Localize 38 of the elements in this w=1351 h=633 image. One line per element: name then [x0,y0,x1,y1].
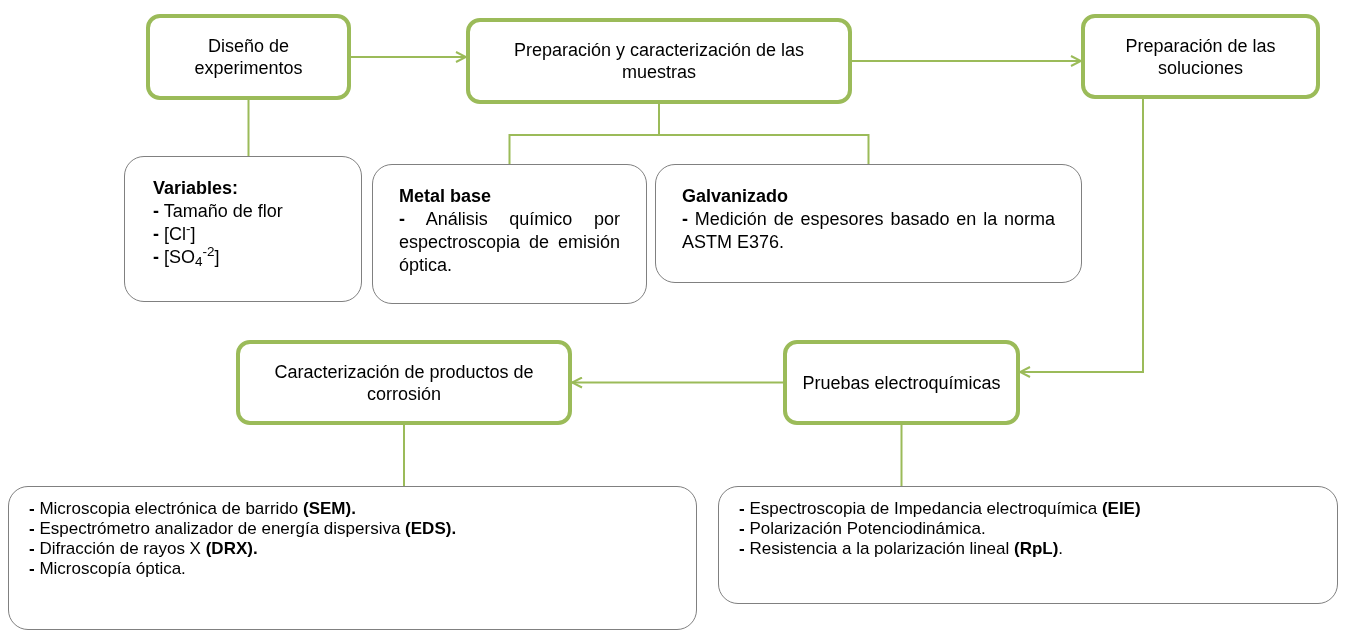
connector-line [658,103,870,165]
note-text: - Espectroscopia de Impedancia electroquímica (EIE) [739,499,1142,519]
note-heading: Variables: [153,177,240,200]
note-text: - Polarización Potenciodinámica. [739,519,987,539]
process-box [783,340,1020,425]
note-box [372,164,647,304]
arrow [350,51,467,63]
note-heading: Metal base [399,185,493,208]
connector-line [900,424,903,487]
note-text: - Difracción de rayos X (DRX). [29,539,259,559]
note-text: - Microscopía óptica. [29,559,187,579]
process-box [236,340,572,425]
process-box [146,14,351,100]
process-box [466,18,852,104]
note-text: - Microscopia electrónica de barrido (SEM). [29,499,357,519]
note-box [718,486,1338,604]
note-text: - [Cl$^{-}$] [153,223,197,246]
arrow [1019,98,1144,378]
note-text: - Análisis químico por espectroscopia de emisión óptica. [399,208,620,277]
box-label: Preparación de las soluciones [1124,34,1277,79]
note-box [124,156,362,302]
box-label: Diseño de experimentos [193,35,304,79]
note-text: - Medición de espesores basado en la norma ASTM E376. [682,208,1055,254]
box-label: Pruebas electroquímicas [802,371,1001,394]
box-label: Caracterización de productos de corrosión [273,360,535,405]
note-box [655,164,1082,283]
arrow [851,55,1082,67]
note-box [8,486,697,630]
connector-line [247,99,250,157]
note-text: - Espectrómetro analizador de energía dispersiva (EDS). [29,519,458,539]
connector-line [403,424,405,487]
process-box [1081,14,1320,99]
note-text: - Resistencia a la polarización lineal (RpL). [739,539,1065,559]
note-text: - [SO$_{4}$$^{-2}$] [153,246,221,269]
arrow [571,376,784,389]
note-text: - Tamaño de flor [153,200,284,223]
box-label: Preparación y caracterización de las muestras [512,39,806,83]
note-heading: Galvanizado [682,185,790,208]
